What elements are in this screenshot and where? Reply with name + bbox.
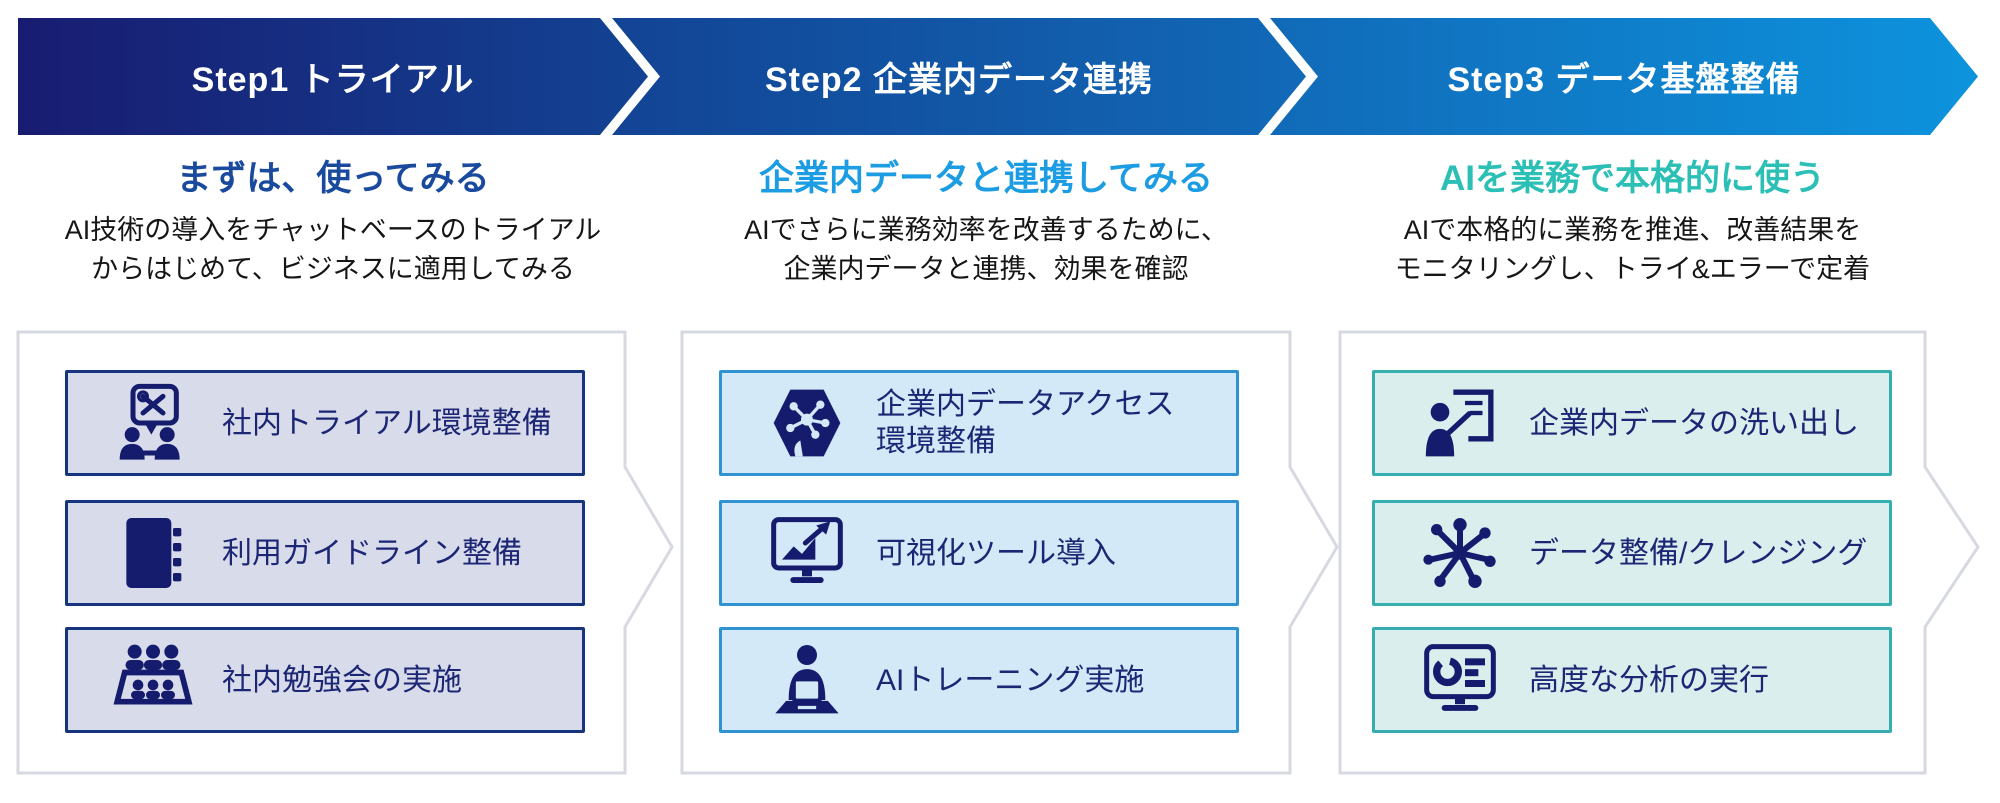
item-label: AIトレーニング実施: [876, 663, 1145, 697]
guideline-book-icon: [110, 510, 196, 596]
step2-description: AIでさらに業務効率を改善するために、 企業内データと連携、効果を確認: [744, 215, 1228, 284]
step1-item-trial-environment: 社内トライアル環境整備: [65, 370, 585, 476]
step3-description: AIで本格的に業務を推進、改善結果を モニタリングし、トライ&エラーで定着: [1394, 215, 1871, 284]
step2-banner-label: Step2 企業内データ連携: [764, 61, 1154, 99]
step2-item-data-access: 企業内データアクセス 環境整備: [719, 370, 1239, 476]
item-label: 高度な分析の実行: [1529, 663, 1769, 697]
study-group-icon: [110, 637, 196, 723]
item-label: 企業内データの洗い出し: [1529, 406, 1859, 440]
chart-monitor-icon: [764, 510, 850, 596]
step3-banner-label: Step3 データ基盤整備: [1447, 61, 1801, 99]
step3-banner: Step3 データ基盤整備: [1270, 18, 1978, 135]
step3-item-data-inventory: 企業内データの洗い出し: [1372, 370, 1892, 476]
step1-subtitle: まずは、使ってみる: [176, 159, 490, 198]
analysis-monitor-icon: [1417, 637, 1503, 723]
step1-banner: Step1 トライアル: [18, 18, 648, 135]
item-label: 社内勉強会の実施: [222, 663, 462, 697]
item-label: データ整備/クレンジング: [1529, 536, 1868, 570]
trial-environment-icon: [110, 380, 196, 466]
data-network-icon: [1417, 510, 1503, 596]
step3-item-advanced-analysis: 高度な分析の実行: [1372, 627, 1892, 733]
step1-item-guideline: 利用ガイドライン整備: [65, 500, 585, 606]
item-label: 可視化ツール導入: [876, 536, 1116, 570]
step2-item-visualization-tool: 可視化ツール導入: [719, 500, 1239, 606]
step2-subtitle: 企業内データと連携してみる: [759, 159, 1213, 198]
item-label: 社内トライアル環境整備: [222, 406, 552, 440]
ai-head-network-icon: [764, 380, 850, 466]
step1-item-study-group: 社内勉強会の実施: [65, 627, 585, 733]
step1-banner-label: Step1 トライアル: [191, 61, 475, 99]
presenter-board-icon: [1417, 380, 1503, 466]
step2-item-ai-training: AIトレーニング実施: [719, 627, 1239, 733]
step3-item-data-cleansing: データ整備/クレンジング: [1372, 500, 1892, 606]
item-label: 企業内データアクセス 環境整備: [876, 388, 1175, 458]
step3-subtitle: AIを業務で本格的に使う: [1439, 159, 1825, 198]
step2-banner: Step2 企業内データ連携: [612, 18, 1306, 135]
step1-description: AI技術の導入をチャットベースのトライアル からはじめて、ビジネスに適用してみる: [64, 215, 602, 284]
laptop-training-icon: [764, 637, 850, 723]
item-label: 利用ガイドライン整備: [222, 536, 522, 570]
